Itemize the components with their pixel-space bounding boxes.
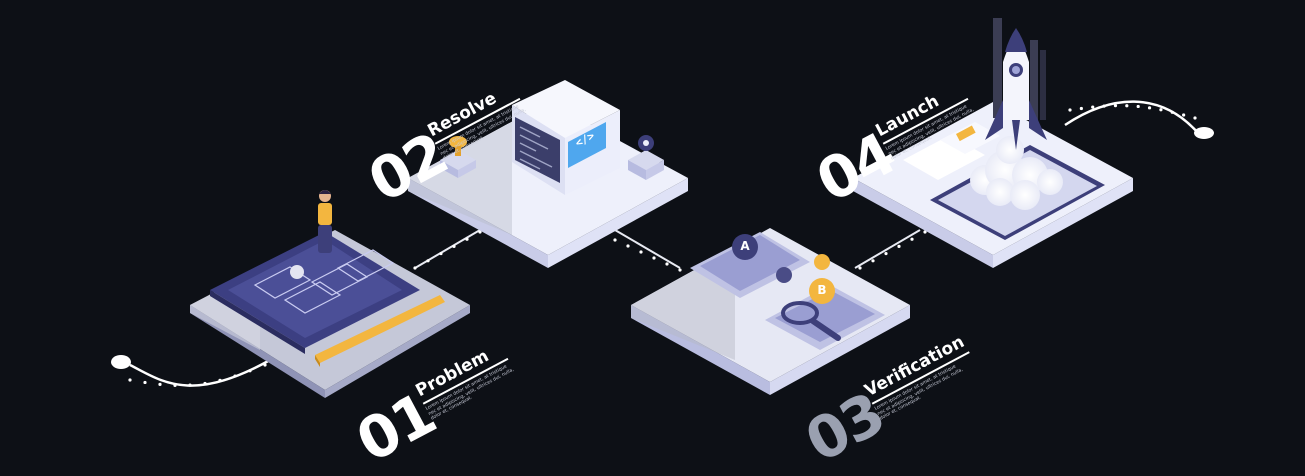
- platform-04: [853, 18, 1133, 268]
- platform-02: [408, 80, 688, 268]
- trail-dot: [1147, 106, 1152, 110]
- platform-01: [190, 190, 470, 398]
- trail-dot: [884, 252, 888, 256]
- process-infographic: 01 Problem Lorem ipsum dolor sit amet, a…: [111, 18, 1214, 476]
- trail-dot: [478, 230, 482, 234]
- trail-dot: [452, 244, 456, 248]
- trail-dot: [1102, 104, 1106, 108]
- start-node: [111, 355, 131, 369]
- dotted-trails: [128, 104, 1197, 387]
- trail-dot: [923, 230, 927, 234]
- connector-lines: [129, 100, 1199, 387]
- trail-dot: [678, 268, 682, 272]
- trail-dot: [652, 256, 656, 260]
- trail-dot: [128, 378, 132, 382]
- trail-dot: [1068, 108, 1072, 112]
- trail-dot: [665, 262, 669, 266]
- trail-dot: [1125, 104, 1129, 108]
- isometric-scene: [111, 18, 1214, 398]
- trail-dot: [858, 266, 862, 270]
- trail-dot: [248, 369, 252, 373]
- trail-dot: [263, 363, 267, 367]
- trail-dot: [871, 259, 875, 263]
- trail-dot: [188, 383, 192, 387]
- trail-dot: [218, 378, 222, 382]
- trail-dot: [158, 382, 162, 386]
- trail-dot: [613, 238, 617, 242]
- trail-dot: [1079, 106, 1083, 111]
- badge-b-icon: B: [817, 283, 827, 297]
- trail-dot: [1136, 104, 1140, 109]
- trail-dot: [143, 380, 147, 385]
- trail-dot: [1113, 104, 1118, 108]
- trail-dot: [439, 252, 443, 256]
- trail-dot: [413, 266, 417, 270]
- trail-dot: [626, 244, 630, 248]
- trail-dot: [426, 259, 430, 263]
- badge-a-icon: A: [740, 239, 750, 253]
- trail-dot: [1182, 113, 1186, 117]
- trail-dot: [1170, 110, 1174, 114]
- end-node: [1194, 127, 1214, 139]
- trail-dot: [173, 383, 177, 387]
- trail-dot: [1091, 105, 1095, 109]
- trail-dot: [639, 250, 643, 254]
- trail-dot: [465, 237, 469, 241]
- trail-dot: [1159, 108, 1163, 112]
- trail-dot: [233, 374, 237, 378]
- trail-dot: [910, 237, 914, 241]
- trail-dot: [1193, 116, 1197, 120]
- trail-dot: [203, 381, 207, 386]
- trail-dot: [897, 244, 901, 248]
- platform-03: [631, 228, 910, 395]
